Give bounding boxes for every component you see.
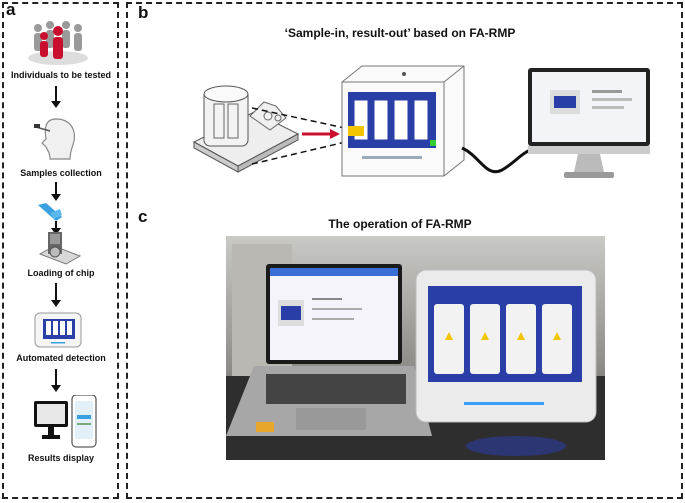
device-icon: [34, 312, 82, 348]
panel-bc: [126, 2, 683, 499]
fa-rmp-device-illustration: [341, 65, 465, 177]
panel-b-label: b: [138, 3, 149, 22]
panel-c-label: c: [138, 207, 148, 226]
arrow-1: [51, 86, 61, 108]
step-label-results: Results display: [27, 453, 95, 463]
arrow-4: [51, 283, 61, 307]
arrow-5: [51, 369, 61, 392]
panel-b-title: ‘Sample-in, result-out’ based on FA-RMP: [284, 26, 516, 40]
people-icon: [28, 21, 88, 65]
panel-a: [2, 2, 119, 499]
panel-a-label: a: [6, 0, 16, 19]
monitor-phone-icon: [34, 395, 97, 448]
swab-icon: [34, 118, 75, 160]
computer-monitor-illustration: [528, 68, 650, 178]
step-label-detection: Automated detection: [16, 353, 106, 363]
step-label-individuals: Individuals to be tested: [10, 70, 111, 80]
step-label-samples: Samples collection: [20, 168, 102, 178]
operation-photo: [226, 236, 605, 460]
chip-cartridge-illustration: [192, 85, 300, 173]
step-label-loading: Loading of chip: [27, 268, 95, 278]
arrow-2: [51, 182, 61, 201]
swab-tube-icon: [38, 203, 62, 221]
connector-lines: [251, 107, 355, 165]
arrow-3: [51, 221, 61, 235]
chip-loading-icon: [38, 232, 82, 265]
panel-c-title: The operation of FA-RMP: [328, 217, 472, 231]
